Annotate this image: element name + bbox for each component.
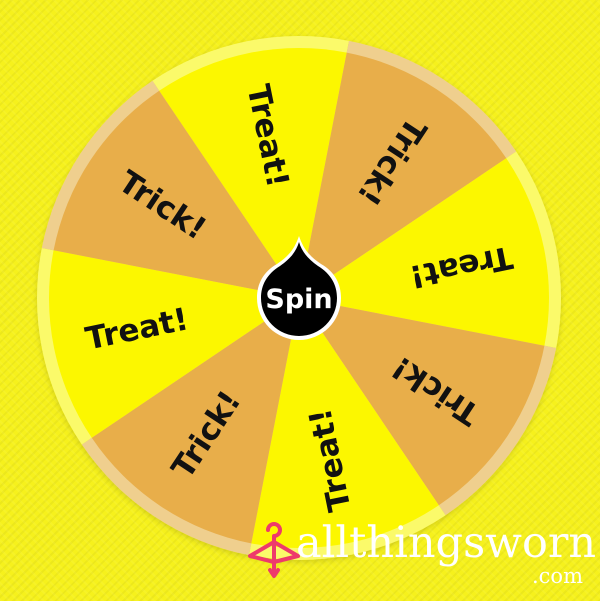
watermark-brand: allthingsworn (296, 518, 597, 568)
wheel-segment (91, 298, 300, 544)
wheel-segment (299, 158, 549, 346)
wheel-segment (251, 298, 439, 548)
wheel-segment (49, 250, 300, 438)
wheel-segment (299, 298, 545, 506)
wheel-segment (53, 90, 300, 299)
spin-button[interactable]: Spin (257, 236, 341, 340)
wheel-segment (299, 52, 507, 299)
wheel-segment (159, 47, 347, 298)
hanger-icon (248, 522, 300, 578)
watermark-tld: .com (532, 564, 583, 588)
spin-button-body (261, 242, 337, 336)
spin-label: Spin (265, 284, 332, 315)
